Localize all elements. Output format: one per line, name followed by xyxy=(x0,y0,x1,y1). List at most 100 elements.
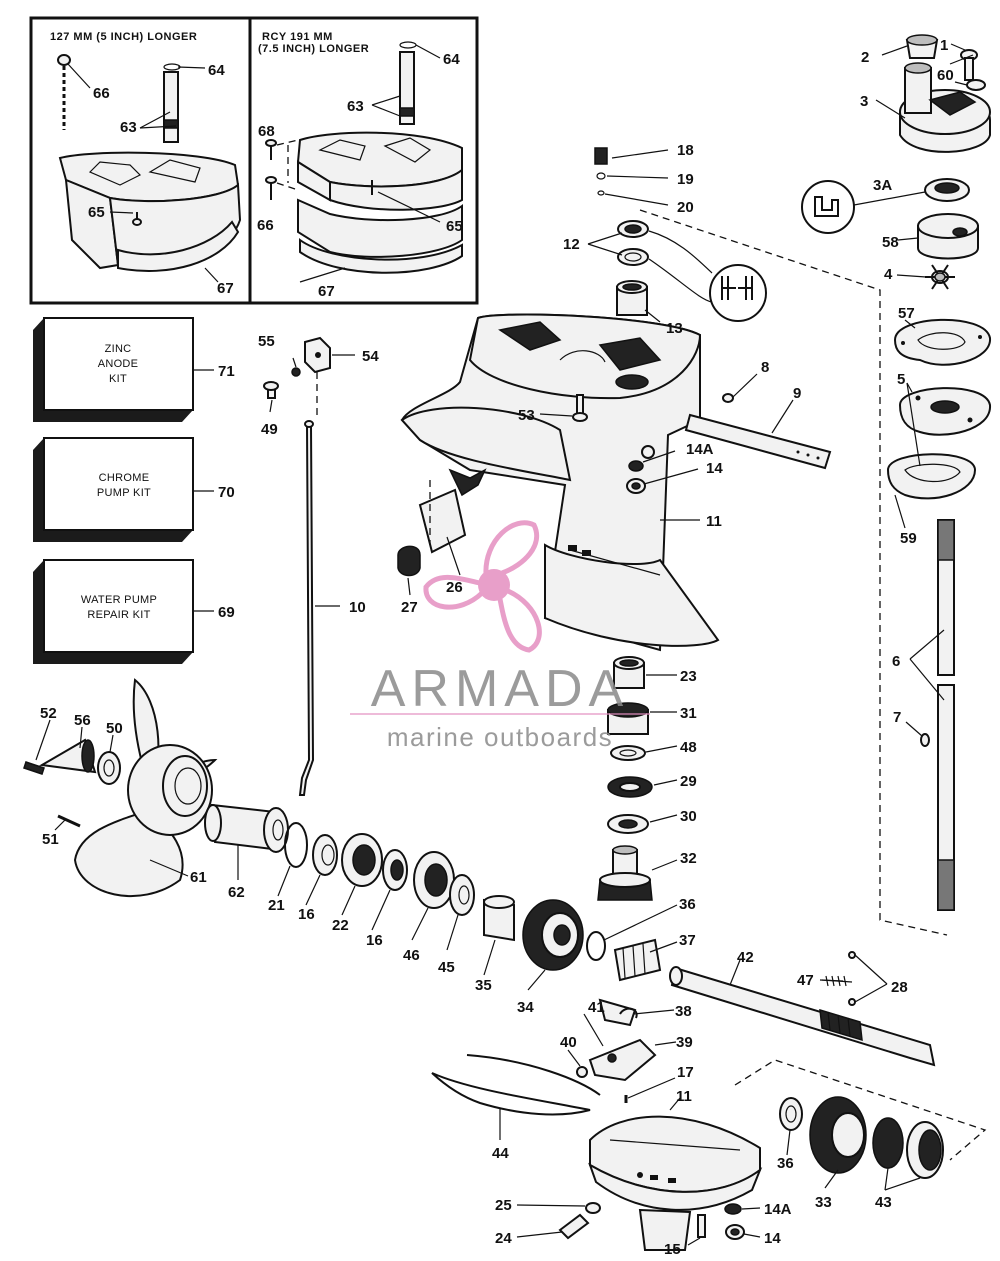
callout-38: 38 xyxy=(675,1003,692,1020)
kit-box-chrome-pump: CHROME PUMP KIT 70 xyxy=(33,437,235,542)
callout-59: 59 xyxy=(900,530,917,547)
callout-39: 39 xyxy=(676,1034,693,1051)
callout-2: 2 xyxy=(861,49,869,66)
callout-14: 14 xyxy=(706,460,723,477)
callout-67: 67 xyxy=(217,280,234,297)
callout-41: 41 xyxy=(588,999,605,1016)
callout-71: 71 xyxy=(218,363,235,380)
callout-27: 27 xyxy=(401,599,418,616)
callout-14A: 14A xyxy=(686,441,714,458)
armada-tagline: marine outboards xyxy=(387,722,613,752)
kit-chrome-line1: CHROME xyxy=(99,472,150,484)
callout-49: 49 xyxy=(261,421,278,438)
callout-37: 37 xyxy=(679,932,696,949)
callout-64: 64 xyxy=(443,51,460,68)
callout-47: 47 xyxy=(797,972,814,989)
callout-6: 6 xyxy=(892,653,900,670)
callout-25: 25 xyxy=(495,1197,512,1214)
callout-15: 15 xyxy=(664,1241,681,1258)
callout-68: 68 xyxy=(258,123,275,140)
callout-12: 12 xyxy=(563,236,580,253)
callout-33: 33 xyxy=(815,1194,832,1211)
kit-waterpump-line2: REPAIR KIT xyxy=(87,609,150,621)
armada-propeller-logo xyxy=(423,520,542,653)
callout-numbers: 1 2 60 3 3A 58 4 57 5 59 6 7 18 19 20 12… xyxy=(40,37,954,1258)
gearcase-housing xyxy=(397,147,832,652)
kit-chrome-line2: PUMP KIT xyxy=(97,487,151,499)
callout-20: 20 xyxy=(677,199,694,216)
callout-31: 31 xyxy=(680,705,697,722)
kit-box-zinc-anode: ZINC ANODE KIT 71 xyxy=(33,317,235,422)
extension-inset-box: 127 MM (5 INCH) LONGER RCY 191 MM (7.5 I… xyxy=(29,16,479,305)
callout-48: 48 xyxy=(680,739,697,756)
callout-5: 5 xyxy=(897,371,905,388)
callout-40: 40 xyxy=(560,1034,577,1051)
inset-callouts: 66 64 63 65 67 64 63 68 66 65 67 xyxy=(88,51,463,300)
callout-34: 34 xyxy=(517,999,534,1016)
callout-11: 11 xyxy=(706,513,722,530)
callout-44: 44 xyxy=(492,1145,509,1162)
callout-65: 65 xyxy=(88,204,105,221)
callout-23: 23 xyxy=(680,668,697,685)
callout-43: 43 xyxy=(875,1194,892,1211)
callout-52: 52 xyxy=(40,705,57,722)
callout-64: 64 xyxy=(208,62,225,79)
callout-1: 1 xyxy=(940,37,948,54)
callout-4: 4 xyxy=(884,266,893,283)
callout-9: 9 xyxy=(793,385,801,402)
kit-zinc-line2: ANODE xyxy=(98,358,139,370)
bearing-stack-parts xyxy=(597,656,653,901)
callout-29: 29 xyxy=(680,773,697,790)
callout-42: 42 xyxy=(737,949,754,966)
armada-brand: ARMADA xyxy=(371,660,629,718)
callout-66: 66 xyxy=(93,85,110,102)
callout-70: 70 xyxy=(218,484,235,501)
callout-28: 28 xyxy=(891,979,908,996)
callout-58: 58 xyxy=(882,234,899,251)
callout-10: 10 xyxy=(349,599,366,616)
inset-right-header-line1: RCY 191 MM xyxy=(262,31,333,43)
callout-3: 3 xyxy=(860,93,868,110)
callout-22: 22 xyxy=(332,917,349,934)
callout-67: 67 xyxy=(318,283,335,300)
callout-11: 11 xyxy=(676,1088,692,1105)
callout-46: 46 xyxy=(403,947,420,964)
callout-3A: 3A xyxy=(873,177,892,194)
callout-13: 13 xyxy=(666,320,683,337)
callout-36: 36 xyxy=(777,1155,794,1172)
callout-19: 19 xyxy=(677,171,694,188)
callout-24: 24 xyxy=(495,1230,512,1247)
inset-right-parts xyxy=(265,41,463,283)
callout-55: 55 xyxy=(258,333,275,350)
callout-8: 8 xyxy=(761,359,769,376)
lower-gearcase-parts xyxy=(431,1054,987,1251)
water-pump-parts xyxy=(639,34,992,936)
callout-57: 57 xyxy=(898,305,915,322)
callout-65: 65 xyxy=(446,218,463,235)
callout-51: 51 xyxy=(42,831,59,848)
callout-16: 16 xyxy=(366,932,383,949)
callout-21: 21 xyxy=(268,897,285,914)
callout-7: 7 xyxy=(893,709,901,726)
kit-zinc-line3: KIT xyxy=(109,373,127,385)
armada-watermark: ARMADA marine outboards xyxy=(350,520,650,752)
kit-zinc-line1: ZINC xyxy=(105,343,132,355)
callout-16: 16 xyxy=(298,906,315,923)
callout-63: 63 xyxy=(120,119,137,136)
inset-left-header: 127 MM (5 INCH) LONGER xyxy=(50,31,197,43)
callout-62: 62 xyxy=(228,884,245,901)
callout-26: 26 xyxy=(446,579,463,596)
callout-60: 60 xyxy=(937,67,954,84)
callout-14A: 14A xyxy=(764,1201,792,1218)
leader-lines xyxy=(35,43,968,1246)
callout-18: 18 xyxy=(677,142,694,159)
callout-36: 36 xyxy=(679,896,696,913)
kit-box-water-pump: WATER PUMP REPAIR KIT 69 xyxy=(33,559,235,664)
callout-32: 32 xyxy=(680,850,697,867)
callout-35: 35 xyxy=(475,977,492,994)
callout-61: 61 xyxy=(190,869,207,886)
inset-right-header-line2: (7.5 INCH) LONGER xyxy=(258,43,369,55)
callout-54: 54 xyxy=(362,348,379,365)
callout-53: 53 xyxy=(518,407,535,424)
kit-waterpump-line1: WATER PUMP xyxy=(81,594,157,606)
